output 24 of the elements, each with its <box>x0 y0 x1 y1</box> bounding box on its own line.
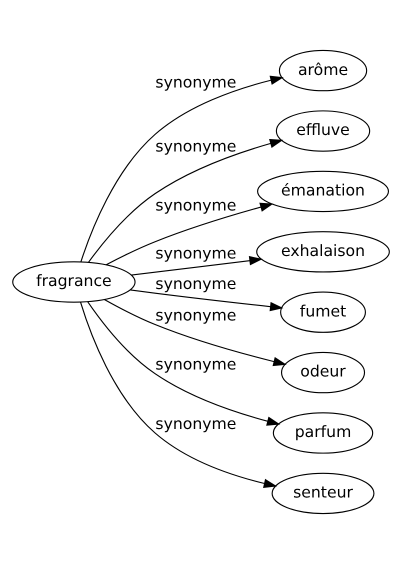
edge-label: synonyme <box>155 243 236 262</box>
node-ellipse: effluve <box>276 110 370 152</box>
edge-label: synonyme <box>155 72 236 92</box>
arrow <box>88 138 284 262</box>
arrow <box>130 288 284 311</box>
edge-label: synonyme <box>155 273 236 292</box>
arrow <box>131 256 263 276</box>
node-ellipse: fumet <box>280 291 366 332</box>
node-ellipse: arôme <box>278 49 368 91</box>
arrow <box>80 301 278 488</box>
arrow <box>87 301 280 426</box>
edge-label: synonyme <box>155 136 236 155</box>
arrow <box>104 298 287 366</box>
arrow <box>80 75 284 262</box>
arrow <box>106 202 274 265</box>
edge-label: synonyme <box>155 195 236 214</box>
node-ellipse: fragrance <box>12 260 136 302</box>
node-ellipse: senteur <box>272 472 374 514</box>
node-ellipse: parfum <box>272 412 374 454</box>
node-ellipse: odeur <box>280 351 366 393</box>
edge-label: synonyme <box>155 354 236 373</box>
edge-label: synonyme <box>155 304 236 324</box>
node-ellipse: exhalaison <box>256 230 390 272</box>
edge-label: synonyme <box>155 413 236 432</box>
